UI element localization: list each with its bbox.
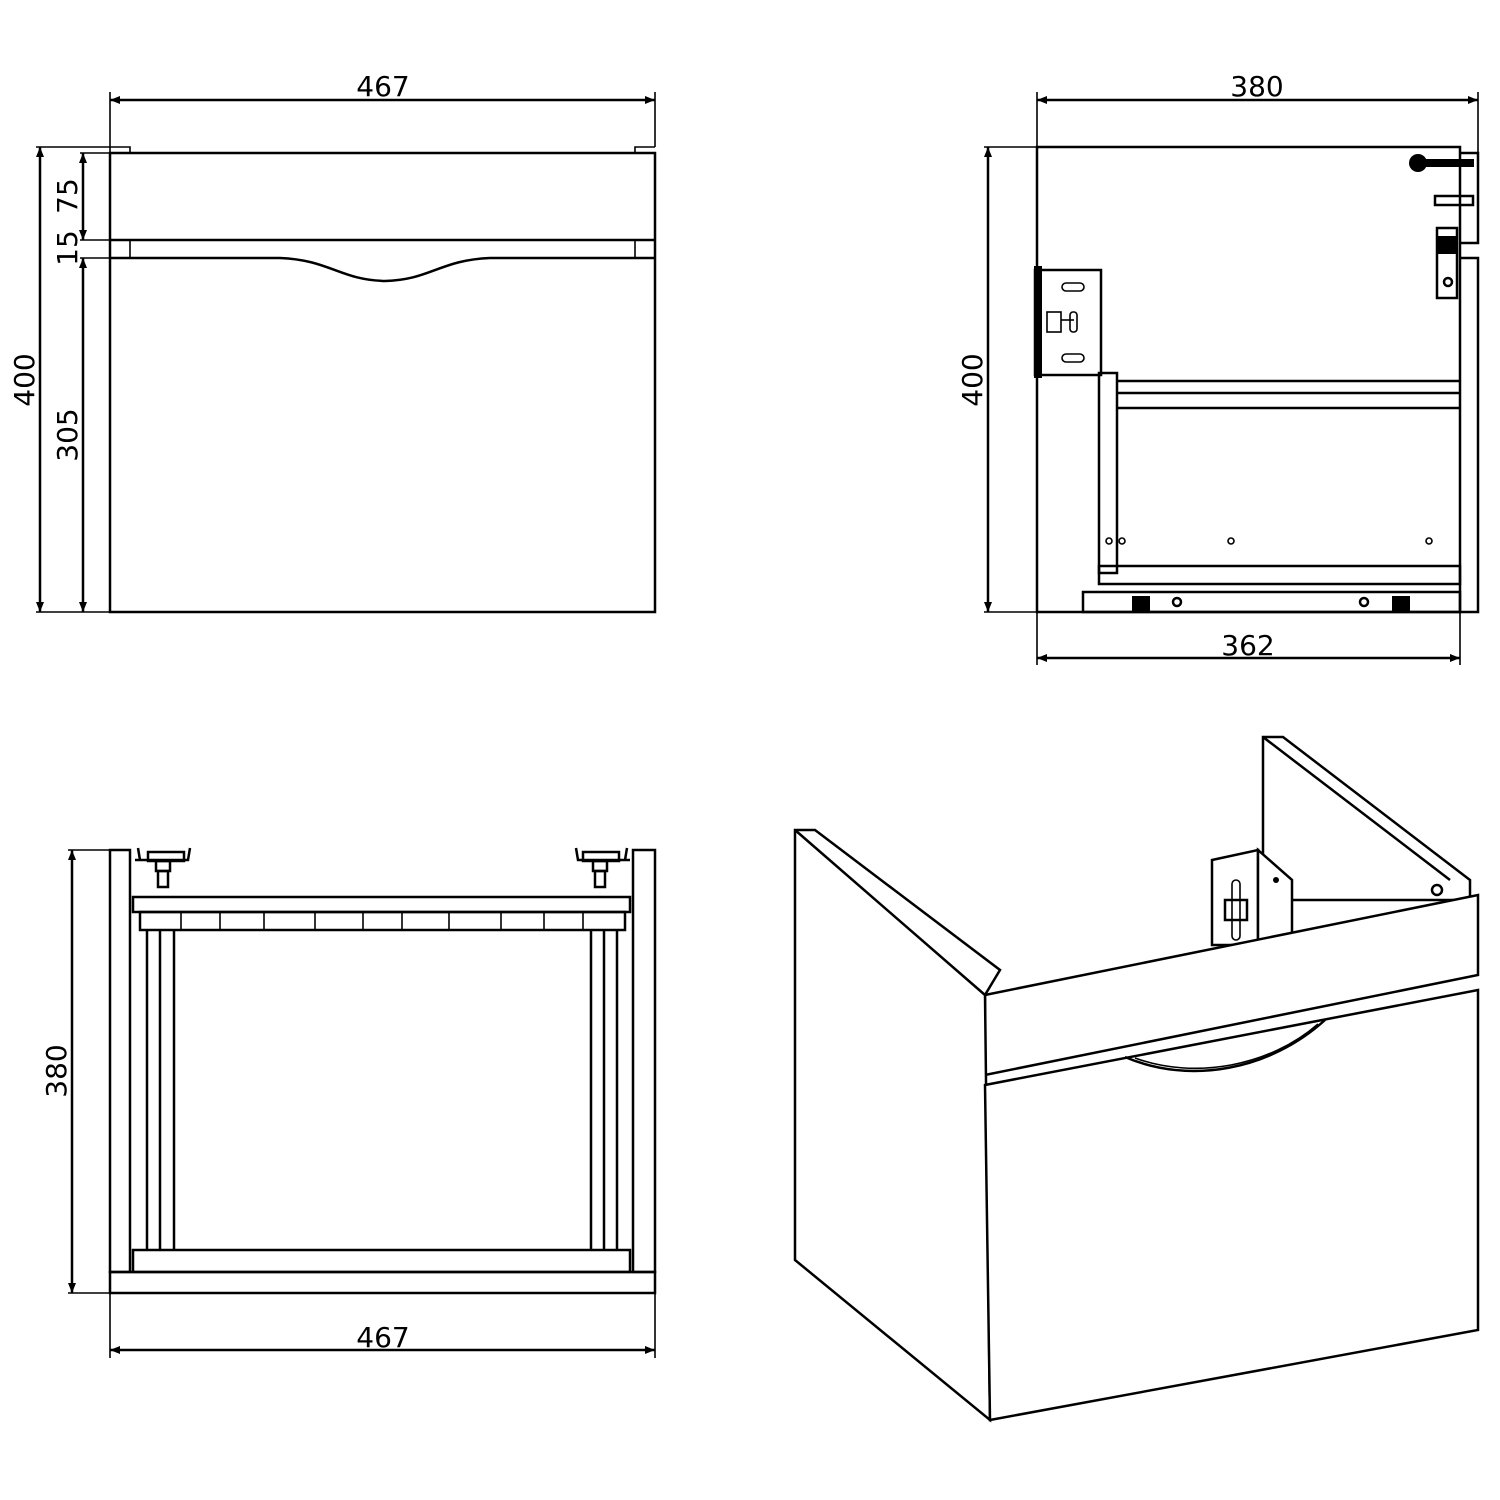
dimension-plan-width-label: 467 bbox=[356, 1321, 409, 1354]
dimension-inner-depth-label: 362 bbox=[1221, 629, 1274, 662]
dimension-depth-label: 380 bbox=[1230, 70, 1283, 103]
dimension-height-label: 400 bbox=[8, 353, 41, 406]
plan-view: 380 467 bbox=[40, 847, 657, 1358]
side-view: 380 400 362 bbox=[956, 70, 1480, 665]
screw-icon bbox=[1409, 154, 1427, 172]
wall-bracket-icon bbox=[1033, 268, 1103, 377]
wall-bracket-icon bbox=[1210, 847, 1294, 947]
dimension-gap-label: 15 bbox=[51, 230, 84, 266]
dimension-drawer-label: 305 bbox=[51, 408, 84, 461]
dimension-plan-depth-label: 380 bbox=[40, 1044, 73, 1097]
dimension-top-band-label: 75 bbox=[51, 178, 84, 214]
dimension-width-label: 467 bbox=[356, 70, 409, 103]
front-view: 467 400 75 15 305 bbox=[8, 70, 657, 614]
dimension-side-height-label: 400 bbox=[956, 353, 989, 406]
handle-groove bbox=[1124, 1019, 1326, 1073]
wall-fixing-icon bbox=[135, 847, 192, 889]
wall-fixing-icon bbox=[574, 847, 630, 889]
isometric-view bbox=[793, 735, 1480, 1423]
